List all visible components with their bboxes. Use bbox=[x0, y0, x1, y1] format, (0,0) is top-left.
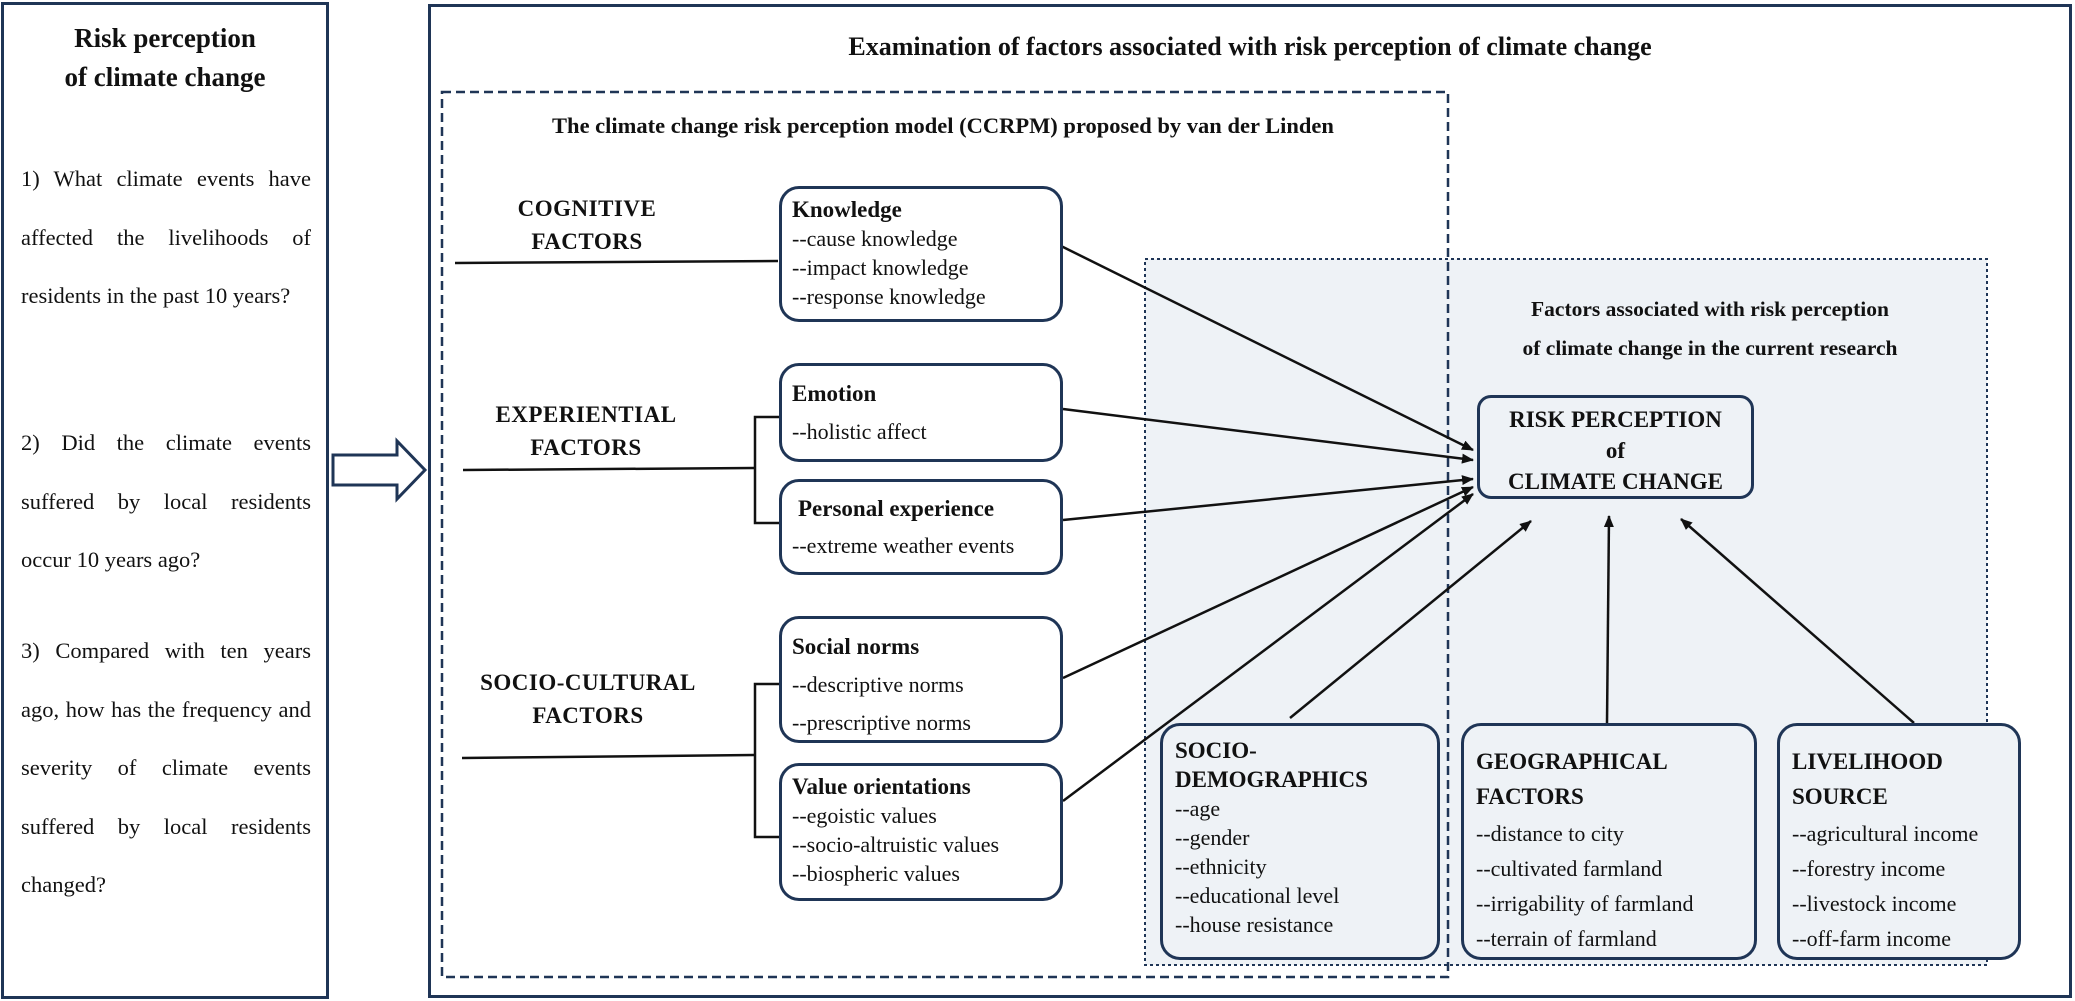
knowledge-heading: Knowledge bbox=[792, 197, 902, 222]
arrow-emotion bbox=[1062, 407, 1474, 464]
main-title: Examination of factors associated with r… bbox=[848, 32, 1652, 61]
value-orientations-item: --biospheric values bbox=[792, 861, 960, 886]
experiential-bracket bbox=[753, 415, 779, 525]
emotion-heading: Emotion bbox=[792, 381, 877, 406]
social-norms-item: --prescriptive norms bbox=[792, 710, 971, 735]
personal-experience-box: Personal experience --extreme weather ev… bbox=[779, 479, 1063, 575]
geographical-heading-line1: GEOGRAPHICAL bbox=[1476, 749, 1668, 774]
risk-perception-line1: RISK PERCEPTION bbox=[1509, 407, 1722, 432]
experiential-label-line2: FACTORS bbox=[530, 435, 642, 460]
socio-cultural-factors-label: SOCIO-CULTURAL FACTORS bbox=[458, 666, 718, 732]
questions-panel: Risk perception of climate change 1) Wha… bbox=[1, 2, 329, 999]
cognitive-label-line1: COGNITIVE bbox=[517, 196, 657, 221]
arrow-knowledge bbox=[1058, 243, 1474, 452]
risk-perception-box: RISK PERCEPTION of CLIMATE CHANGE bbox=[1477, 395, 1754, 499]
left-panel-title: Risk perception of climate change bbox=[4, 19, 326, 97]
risk-perception-line3: CLIMATE CHANGE bbox=[1508, 469, 1723, 494]
experiential-line bbox=[462, 466, 755, 472]
arrow-personal-experience bbox=[1062, 475, 1474, 522]
knowledge-box: Knowledge --cause knowledge --impact kno… bbox=[779, 186, 1063, 322]
socio-demographics-heading-line1: SOCIO- bbox=[1175, 738, 1257, 763]
socio-demographics-item: --ethnicity bbox=[1175, 854, 1267, 879]
personal-experience-item: --extreme weather events bbox=[792, 533, 1015, 558]
livelihood-heading-line1: LIVELIHOOD bbox=[1792, 749, 1943, 774]
socio-demographics-box: SOCIO- DEMOGRAPHICS --age --gender --eth… bbox=[1160, 723, 1440, 960]
ccrpm-region bbox=[440, 90, 1450, 979]
risk-perception-line2: of bbox=[1605, 438, 1626, 463]
geographical-factors-box: GEOGRAPHICAL FACTORS --distance to city … bbox=[1461, 723, 1757, 960]
arrow-social-norms bbox=[1062, 485, 1474, 680]
geographical-item: --cultivated farmland bbox=[1476, 856, 1663, 881]
livelihood-item: --livestock income bbox=[1792, 891, 1957, 916]
arrow-geographical bbox=[1603, 515, 1614, 724]
geographical-heading: GEOGRAPHICAL FACTORS bbox=[1476, 744, 1742, 814]
livelihood-source-box: LIVELIHOOD SOURCE --agricultural income … bbox=[1777, 723, 2021, 960]
left-title-line2: of climate change bbox=[64, 62, 266, 92]
socio-demographics-item: --house resistance bbox=[1175, 912, 1334, 937]
geographical-item: --terrain of farmland bbox=[1476, 926, 1657, 951]
knowledge-item: --response knowledge bbox=[792, 284, 986, 309]
geographical-item: --distance to city bbox=[1476, 821, 1624, 846]
knowledge-item: --cause knowledge bbox=[792, 226, 958, 251]
value-orientations-box: Value orientations --egoistic values --s… bbox=[779, 763, 1063, 901]
value-orientations-item: --egoistic values bbox=[792, 803, 937, 828]
experiential-factors-label: EXPERIENTIAL FACTORS bbox=[466, 398, 706, 464]
current-research-title-line2: of climate change in the current researc… bbox=[1522, 336, 1898, 360]
livelihood-item: --forestry income bbox=[1792, 856, 1946, 881]
question-3: 3) Compared with ten years ago, how has … bbox=[21, 638, 311, 897]
socio-cultural-label-line1: SOCIO-CULTURAL bbox=[480, 670, 696, 695]
socio-cultural-bracket bbox=[753, 682, 779, 839]
cognitive-line bbox=[454, 259, 779, 265]
socio-demographics-item: --age bbox=[1175, 796, 1221, 821]
socio-demographics-heading: SOCIO- DEMOGRAPHICS bbox=[1175, 736, 1425, 794]
socio-demographics-item: --gender bbox=[1175, 825, 1250, 850]
arrow-socio-demographics bbox=[1289, 520, 1532, 719]
current-research-title: Factors associated with risk perception … bbox=[1450, 290, 1970, 368]
geographical-heading-line2: FACTORS bbox=[1476, 784, 1584, 809]
personal-experience-heading: Personal experience bbox=[798, 496, 995, 521]
ccrpm-title: The climate change risk perception model… bbox=[552, 113, 1334, 138]
socio-demographics-item: --educational level bbox=[1175, 883, 1340, 908]
value-orientations-item: --socio-altruistic values bbox=[792, 832, 1000, 857]
question-2: 2) Did the climate events suffered by lo… bbox=[21, 430, 311, 572]
hollow-arrow-icon bbox=[331, 437, 428, 503]
question-1: 1) What climate events have affected the… bbox=[21, 166, 311, 308]
socio-cultural-label-line2: FACTORS bbox=[532, 703, 644, 728]
cognitive-factors-label: COGNITIVE FACTORS bbox=[487, 192, 687, 258]
emotion-box: Emotion --holistic affect bbox=[779, 363, 1063, 462]
livelihood-item: --agricultural income bbox=[1792, 821, 1979, 846]
livelihood-heading: LIVELIHOOD SOURCE bbox=[1792, 744, 2006, 814]
current-research-title-line1: Factors associated with risk perception bbox=[1531, 297, 1889, 321]
livelihood-heading-line2: SOURCE bbox=[1792, 784, 1888, 809]
cognitive-label-line2: FACTORS bbox=[531, 229, 643, 254]
socio-cultural-line bbox=[461, 753, 755, 760]
social-norms-box: Social norms --descriptive norms --presc… bbox=[779, 616, 1063, 743]
arrow-value-orientations bbox=[1062, 492, 1474, 803]
social-norms-item: --descriptive norms bbox=[792, 672, 964, 697]
value-orientations-heading: Value orientations bbox=[792, 774, 971, 799]
knowledge-item: --impact knowledge bbox=[792, 255, 969, 280]
socio-demographics-heading-line2: DEMOGRAPHICS bbox=[1175, 767, 1368, 792]
arrow-livelihood bbox=[1680, 518, 1915, 724]
emotion-item: --holistic affect bbox=[792, 419, 927, 444]
livelihood-item: --off-farm income bbox=[1792, 926, 1952, 951]
geographical-item: --irrigability of farmland bbox=[1476, 891, 1694, 916]
left-title-line1: Risk perception bbox=[74, 23, 256, 53]
experiential-label-line1: EXPERIENTIAL bbox=[495, 402, 677, 427]
social-norms-heading: Social norms bbox=[792, 634, 920, 659]
